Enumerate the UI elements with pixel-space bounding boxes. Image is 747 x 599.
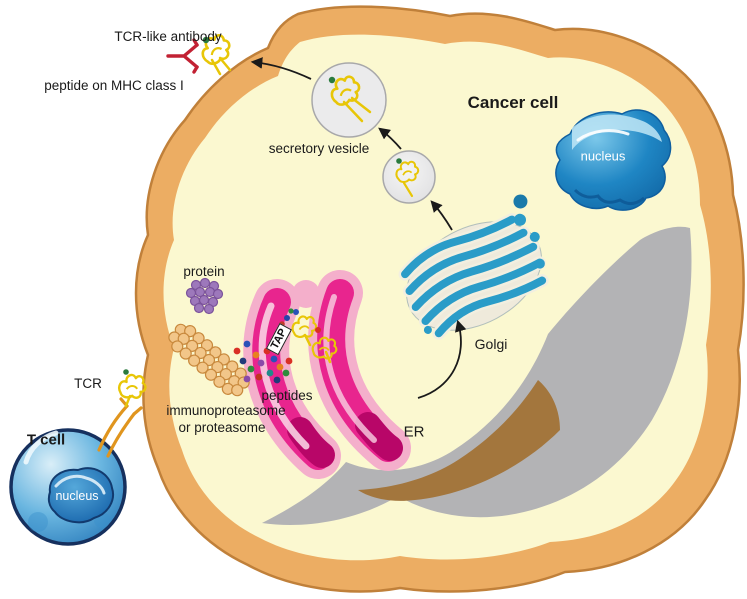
protein-cluster bbox=[185, 277, 224, 315]
matrix-brown-streak bbox=[358, 380, 560, 501]
arrow-vesicle-to-surface bbox=[250, 57, 312, 80]
peptide-dots bbox=[233, 340, 293, 384]
tcr-like-antibody-icon bbox=[166, 38, 199, 74]
secretory-vesicle-small bbox=[382, 150, 436, 204]
er-structure bbox=[243, 270, 411, 479]
arrow-golgi-to-vesicle bbox=[430, 200, 453, 231]
t-cell bbox=[9, 428, 127, 546]
cancer-nucleus-highlight bbox=[572, 114, 662, 150]
golgi-vesicle-buds bbox=[423, 194, 545, 334]
proteasome-barrel bbox=[168, 323, 250, 397]
label-immunoproteasome-line2: or proteasome bbox=[178, 420, 266, 436]
secretory-vesicle-large bbox=[311, 62, 387, 138]
label-t-cell: T cell bbox=[26, 431, 66, 449]
transport-arrows bbox=[250, 57, 467, 399]
matrix-ridge bbox=[262, 226, 692, 525]
label-immunoproteasome-line1: immunoproteasome bbox=[166, 403, 286, 419]
label-tcr-like-antibody: TCR-like antibody bbox=[114, 29, 222, 45]
surface-mhc-complex bbox=[197, 31, 235, 76]
label-t-cell-nucleus: nucleus bbox=[55, 488, 99, 503]
label-protein: protein bbox=[183, 264, 225, 280]
cancer-nucleus-lobes bbox=[573, 188, 645, 205]
golgi-apparatus bbox=[398, 194, 549, 340]
er-mhc-complexes bbox=[290, 309, 341, 364]
matrix-gray-shape bbox=[262, 226, 692, 525]
label-cancer-nucleus: nucleus bbox=[580, 148, 626, 164]
arrow-er-to-golgi bbox=[417, 319, 467, 399]
label-tcr: TCR bbox=[74, 376, 102, 392]
label-cancer-cell: Cancer cell bbox=[467, 93, 559, 113]
label-secretory-vesicle: secretory vesicle bbox=[268, 141, 370, 157]
label-peptide-on-mhc: peptide on MHC class I bbox=[44, 78, 184, 94]
cancer-nucleus-shine bbox=[576, 129, 630, 142]
t-cell-mhc-complex bbox=[115, 369, 150, 408]
golgi-cisternae bbox=[401, 215, 547, 338]
label-golgi: Golgi bbox=[474, 335, 508, 352]
cancer-nucleus bbox=[555, 109, 672, 211]
label-peptides: peptides bbox=[261, 388, 313, 404]
arrow-vesicle-to-vesicle bbox=[378, 127, 402, 150]
label-er: ER bbox=[403, 423, 425, 441]
